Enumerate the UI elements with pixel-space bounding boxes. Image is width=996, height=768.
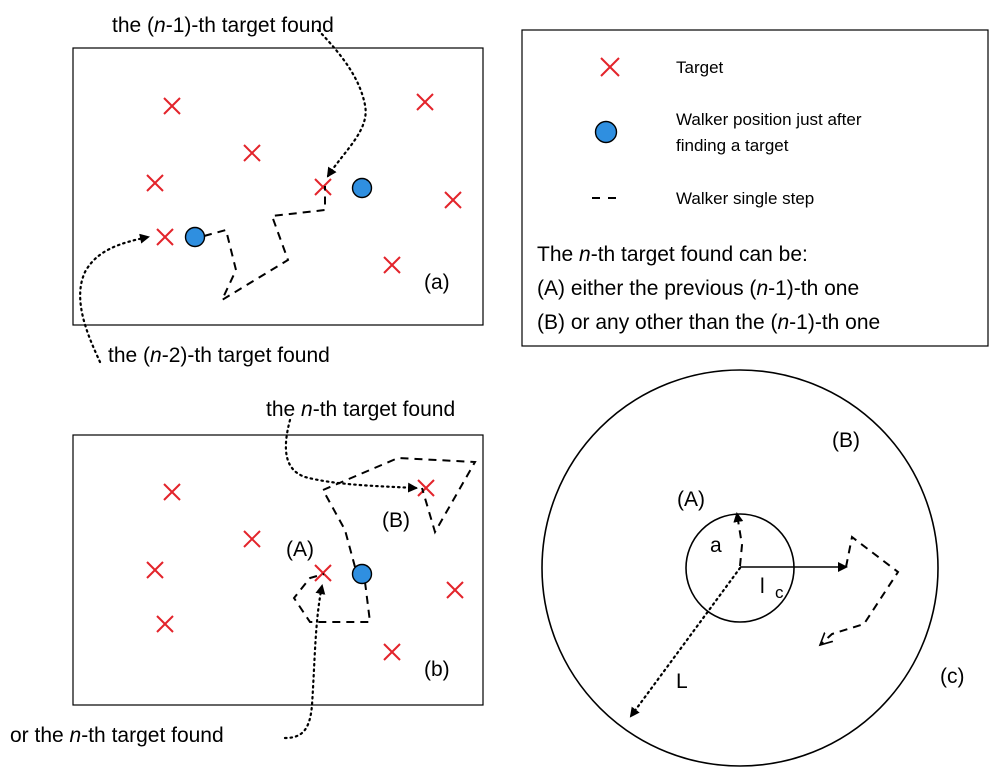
outer-circle-L (541, 369, 939, 767)
region-label-B: (B) (382, 509, 410, 532)
target-cross (163, 97, 181, 115)
target-cross (383, 256, 401, 274)
target-cross (163, 483, 181, 501)
radius-a-arrow (733, 512, 744, 567)
step-length-label: l (760, 575, 765, 598)
panel-b-tag: (b) (424, 658, 450, 681)
walker-position (184, 226, 206, 248)
pointer-n-minus-1 (316, 28, 367, 178)
target-cross (146, 561, 164, 579)
pointer-n-minus-2 (79, 233, 150, 364)
radius-L-arrow (629, 566, 742, 718)
rule-b: (B) or any other than the (n-1)-th one (537, 311, 880, 334)
target-cross (314, 178, 332, 196)
target-cross (146, 174, 164, 192)
walker-steps-c (820, 535, 900, 645)
panel-a-tag: (a) (424, 271, 450, 294)
legend-target-label: Target (676, 58, 724, 77)
target-cross (444, 191, 462, 209)
rule-a: (A) either the previous (n-1)-th one (537, 277, 859, 300)
walker-position (351, 563, 373, 585)
region-label-A: (A) (286, 538, 314, 561)
target-cross (383, 643, 401, 661)
panel-c: (A) (B) a l c L (c) (541, 369, 965, 767)
panel-a: (a) the (n-1)-th target found the (n-2)-… (72, 14, 484, 367)
panel-b: (A) (B) (b) the n-th target found or the… (10, 398, 484, 747)
panel-c-tag: (c) (940, 665, 965, 688)
target-cross (314, 564, 332, 582)
rule-heading: The n-th target found can be: (537, 243, 808, 266)
target-cross (416, 93, 434, 111)
caption-n-th-A: or the n-th target found (10, 724, 224, 747)
target-cross (243, 530, 261, 548)
legend-walker-label-line1: Walker position just after (676, 110, 862, 129)
radius-a-label: a (710, 534, 722, 557)
walker-path-b (321, 456, 477, 568)
target-cross (446, 581, 464, 599)
legend-step-label: Walker single step (676, 189, 814, 208)
radius-L-label: L (676, 670, 688, 693)
caption-n-th-B: the n-th target found (266, 398, 455, 421)
target-cross (417, 479, 435, 497)
red-cross-icon (600, 57, 620, 77)
panel-a-frame (72, 47, 484, 326)
legend-frame (521, 29, 989, 347)
region-label-B-c: (B) (832, 429, 860, 452)
step-length-subscript: c (775, 583, 784, 602)
walker-path-a (292, 573, 372, 623)
caption-n-minus-1: the (n-1)-th target found (112, 14, 334, 37)
panel-b-frame (72, 434, 484, 706)
legend-walker-label-line2: finding a target (676, 136, 789, 155)
legend-box: Target Walker position just after findin… (521, 29, 989, 347)
region-label-A-c: (A) (677, 488, 705, 511)
target-cross (243, 144, 261, 162)
target-cross (156, 228, 174, 246)
walker-path (203, 186, 326, 303)
caption-n-minus-2: the (n-2)-th target found (108, 344, 330, 367)
walker-position (351, 177, 373, 199)
pointer-n-th-A (283, 584, 326, 740)
target-cross (156, 615, 174, 633)
pointer-n-th-B (284, 418, 418, 493)
blue-circle-icon (594, 120, 618, 144)
